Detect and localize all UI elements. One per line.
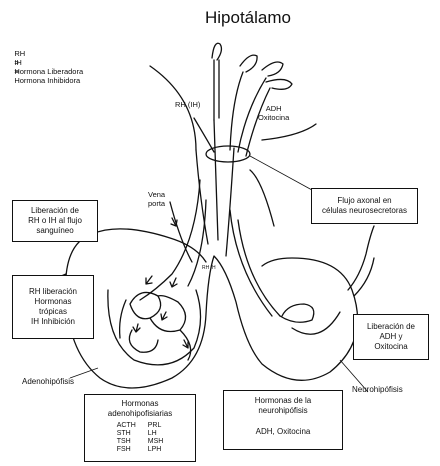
table-row: TSH MSH — [111, 438, 170, 446]
capillary-3 — [129, 330, 158, 352]
label-vena-porta: Vena porta — [148, 190, 165, 208]
box-rh-liberacion-line1: RH liberación — [29, 287, 77, 297]
hormone-cell: STH — [111, 430, 142, 438]
capillary-2 — [150, 296, 186, 332]
legend-ih: IH = Hormona Inhibidora — [6, 49, 80, 94]
label-adh-line2: Oxitocina — [258, 113, 289, 122]
label-rh-ih: RH (IH) — [175, 100, 200, 109]
right-outline-lower — [250, 170, 274, 226]
adeno-inner-lobe — [108, 290, 201, 365]
box-flujo-axonal-line2: células neurosecretoras — [322, 206, 407, 216]
vena-portal-arrow — [171, 218, 177, 226]
hormone-cell: PRL — [142, 422, 170, 430]
hormone-cell: TSH — [111, 438, 142, 446]
right-outline — [262, 124, 316, 140]
neuro-axon-end — [280, 304, 314, 322]
diagram-title: Hipotálamo — [205, 8, 291, 28]
box-neuro-title-line2: neurohipófisis — [258, 406, 307, 416]
flujo-leader — [250, 156, 312, 190]
box-neuro-hormonas: Hormonas de la neurohipófisis ADH, Oxito… — [223, 390, 343, 450]
axon-5 — [246, 88, 270, 156]
box-neuro-title-line1: Hormonas de la — [255, 396, 311, 406]
table-row: FSH LPH — [111, 446, 170, 454]
flow-arrow-3 — [161, 312, 167, 320]
flow-arrow-1 — [146, 276, 152, 284]
box-adeno-title-line2: adenohipofisiarias — [108, 409, 173, 419]
table-row: STH LH — [111, 430, 170, 438]
label-adh-line1: ADH — [258, 104, 289, 113]
capillary-5 — [120, 300, 126, 338]
box-flujo-axonal: Flujo axonal en células neurosecretoras — [311, 188, 418, 224]
box-rh-liberacion: RH liberación Hormonas trópicas IH Inhib… — [12, 275, 94, 339]
label-vena-line1: Vena — [148, 190, 165, 199]
hormone-cell: ACTH — [111, 422, 142, 430]
hormone-cell: LH — [142, 430, 170, 438]
box-liberacion-rh: Liberación de RH o IH al flujo sanguíneo — [12, 200, 98, 242]
box-rh-liberacion-line3: trópicas — [39, 307, 67, 317]
label-vena-line2: porta — [148, 199, 165, 208]
stalk-right-wall — [226, 148, 234, 256]
table-row: ACTH PRL — [111, 422, 170, 430]
stalk-inner-line — [214, 120, 218, 240]
right-vessel — [348, 226, 374, 290]
box-adeno-title-line1: Hormonas — [122, 399, 159, 409]
legend-ih-abbr: IH — [14, 58, 22, 67]
label-neurohipofisis: Neurohipófisis — [352, 385, 403, 394]
hormone-cell: LPH — [142, 446, 170, 454]
hormone-cell: FSH — [111, 446, 142, 454]
neuron-body-1 — [212, 43, 221, 60]
box-flujo-axonal-line1: Flujo axonal en — [337, 196, 391, 206]
box-liberacion-rh-line1: Liberación de — [31, 206, 79, 216]
label-adenohipofisis: Adenohipófisis — [22, 377, 74, 386]
label-rh-ih-small: RH IH — [202, 264, 216, 273]
box-rh-liberacion-line4: IH Inhibición — [31, 317, 75, 327]
flow-arrow-4 — [133, 324, 140, 332]
box-liberacion-adh-line2: ADH y — [379, 332, 402, 342]
box-liberacion-rh-line2: RH o IH al flujo — [28, 216, 82, 226]
neuron-body-2 — [240, 55, 257, 72]
adeno-hormone-table: ACTH PRL STH LH TSH MSH FSH LPH — [111, 422, 170, 454]
box-rh-liberacion-line2: Hormonas — [35, 297, 72, 307]
neuron-body-3 — [262, 62, 283, 76]
vena-porta-line — [170, 202, 192, 262]
box-liberacion-rh-line3: sanguíneo — [36, 226, 73, 236]
box-neuro-content: ADH, Oxitocina — [256, 427, 311, 437]
legend-ih-eq: = — [14, 67, 18, 76]
flow-arrow-2 — [170, 278, 177, 287]
box-liberacion-adh-line1: Liberación de — [367, 322, 415, 332]
label-adh-oxitocina: ADH Oxitocina — [258, 104, 289, 122]
box-liberacion-adh: Liberación de ADH y Oxitocina — [353, 314, 429, 360]
legend-ih-text: Hormona Inhibidora — [14, 76, 80, 85]
flow-arrow-5 — [183, 340, 188, 348]
hormone-cell: MSH — [142, 438, 170, 446]
box-liberacion-adh-line3: Oxitocina — [374, 342, 407, 352]
box-adeno-hormonas: Hormonas adenohipofisiarias ACTH PRL STH… — [84, 394, 196, 462]
neuro-vessel — [292, 312, 340, 334]
rh-axon-line — [194, 118, 214, 152]
